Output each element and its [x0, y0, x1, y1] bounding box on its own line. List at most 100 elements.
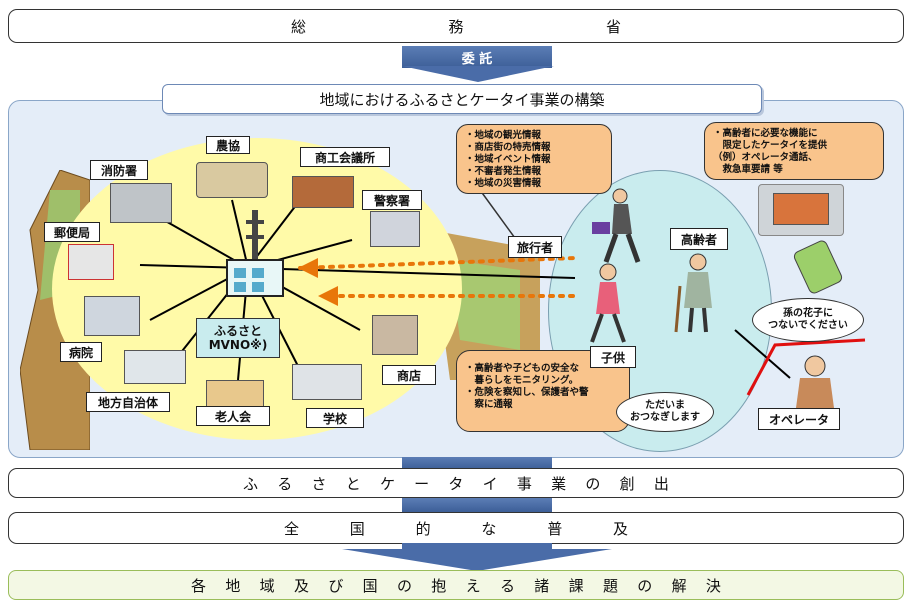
elderly-figure-icon — [674, 253, 712, 333]
resolve-arrow — [342, 543, 612, 571]
spread-char: 全 — [284, 519, 300, 538]
ministry-char: 省 — [605, 17, 621, 36]
safety-note-line: ・危険を察知し、保護者や警 — [465, 387, 589, 398]
spread-char: な — [481, 519, 497, 538]
label-gakko: 学校 — [306, 408, 364, 428]
spread-char: 的 — [415, 519, 431, 538]
creation-char: さ — [311, 474, 327, 493]
creation-char: タ — [448, 474, 464, 493]
creation-char: 出 — [653, 474, 669, 493]
resolve-char: 諸 — [534, 576, 550, 595]
label-yubin: 郵便局 — [44, 222, 100, 242]
label-operator: オペレータ — [758, 408, 840, 430]
resolve-char: び — [328, 576, 344, 595]
operator-bubble-line: おつなぎします — [630, 412, 700, 423]
label-shoten: 商店 — [382, 365, 436, 385]
consign-label: 委 託 — [461, 51, 493, 67]
shokokai-building-icon — [292, 176, 354, 208]
label-keisatsu: 警察署 — [362, 190, 422, 210]
elderly-note-line: 限定したケータイを提供 — [713, 140, 828, 151]
label-elderly: 高齢者 — [670, 228, 728, 250]
info-note-line: ・地域イベント情報 — [465, 154, 551, 165]
consign-arrowhead — [402, 66, 554, 82]
resolve-char: る — [499, 576, 515, 595]
nokyo-building-icon — [196, 162, 268, 198]
resolve-char: 域 — [259, 576, 275, 595]
resolve-bar: 各 地 域 及 び 国 の 抱 え る 諸 課 題 の 解 決 — [8, 570, 904, 600]
info-note-line: ・地域の観光情報 — [465, 130, 542, 141]
resolve-char: の — [637, 576, 653, 595]
creation-char: ー — [414, 474, 430, 493]
connector-band-1 — [402, 457, 552, 469]
resolve-char: の — [396, 576, 412, 595]
safety-note-line: ・高齢者や子どもの安全な — [465, 363, 580, 374]
creation-char: 事 — [516, 474, 532, 493]
label-byoin: 病院 — [60, 342, 102, 362]
spread-char: 及 — [612, 519, 628, 538]
label-shokokai: 商工会議所 — [300, 147, 390, 167]
operator-speech-bubble: ただいま おつなぎします — [616, 392, 714, 432]
elderly-note-line: ・高齢者に必要な機能に — [713, 128, 818, 139]
resolve-char: 題 — [602, 576, 618, 595]
spread-char: 普 — [547, 519, 563, 538]
ministry-text: 総 務 省 — [291, 16, 621, 37]
child-figure-icon — [590, 263, 626, 343]
keisatsu-building-icon — [370, 211, 420, 247]
safety-note-line: 察に通報 — [465, 399, 513, 410]
info-note: ・地域の観光情報 ・商店街の特売情報 ・地域イベント情報 ・不審者発生情報 ・地… — [456, 124, 612, 194]
yubin-building-icon — [68, 244, 114, 280]
creation-char: と — [345, 474, 361, 493]
grandchild-speech-bubble: 孫の花子に つないでください — [752, 298, 864, 342]
chiho-building-icon — [124, 350, 186, 384]
creation-text: ふ る さ と ケ ー タ イ 事 業 の 創 出 — [243, 473, 669, 494]
ministry-bar: 総 務 省 — [8, 9, 904, 43]
label-shobo: 消防署 — [90, 160, 148, 180]
label-rojin: 老人会 — [196, 406, 270, 426]
label-chiho: 地方自治体 — [86, 392, 170, 412]
resolve-char: 及 — [293, 576, 309, 595]
info-note-line: ・不審者発生情報 — [465, 166, 542, 177]
spread-text: 全 国 的 な 普 及 — [284, 518, 628, 539]
shobo-building-icon — [110, 183, 172, 223]
construction-title: 地域におけるふるさとケータイ事業の構築 — [162, 84, 762, 114]
operator-bubble-line: ただいま — [645, 400, 685, 411]
consign-arrow: 委 託 — [402, 46, 552, 68]
safety-note: ・高齢者や子どもの安全な 暮らしをモニタリング。 ・危険を察知し、保護者や警 察… — [456, 350, 630, 432]
info-note-line: ・商店街の特売情報 — [465, 142, 551, 153]
resolve-char: 各 — [191, 576, 207, 595]
label-child: 子供 — [590, 346, 636, 368]
resolve-char: 地 — [225, 576, 241, 595]
resolve-char: え — [465, 576, 481, 595]
tower-icon — [226, 210, 284, 297]
info-note-line: ・地域の災害情報 — [465, 178, 542, 189]
creation-char: ケ — [379, 474, 395, 493]
ministry-char: 総 — [291, 17, 307, 36]
label-nokyo: 農協 — [206, 136, 250, 154]
elderly-note-line: （例）オペレータ通話、 — [713, 152, 818, 163]
elderly-note-line: 救急車要請 等 — [713, 164, 783, 175]
creation-char: ふ — [243, 474, 259, 493]
mvno-label: ふるさと MVNO※) — [196, 318, 280, 358]
creation-char: の — [585, 474, 601, 493]
label-traveler: 旅行者 — [508, 236, 562, 258]
creation-char: 創 — [619, 474, 635, 493]
gakko-building-icon — [292, 364, 362, 400]
spread-bar: 全 国 的 な 普 及 — [8, 512, 904, 544]
creation-bar: ふ る さ と ケ ー タ イ 事 業 の 創 出 — [8, 468, 904, 498]
byoin-building-icon — [84, 296, 140, 336]
elderly-phone-note: ・高齢者に必要な機能に 限定したケータイを提供 （例）オペレータ通話、 救急車要… — [704, 122, 884, 180]
atm-device-icon — [758, 184, 844, 236]
resolve-char: 国 — [362, 576, 378, 595]
traveler-figure-icon — [592, 188, 641, 263]
operator-figure-icon — [796, 355, 834, 408]
grandchild-bubble-line: つないでください — [768, 320, 848, 331]
resolve-char: 課 — [568, 576, 584, 595]
creation-char: イ — [482, 474, 498, 493]
safety-note-line: 暮らしをモニタリング。 — [465, 375, 579, 386]
creation-char: る — [277, 474, 293, 493]
resolve-char: 解 — [671, 576, 687, 595]
resolve-char: 決 — [705, 576, 721, 595]
construction-title-text: 地域におけるふるさとケータイ事業の構築 — [319, 90, 605, 109]
creation-char: 業 — [551, 474, 567, 493]
resolve-char: 抱 — [431, 576, 447, 595]
